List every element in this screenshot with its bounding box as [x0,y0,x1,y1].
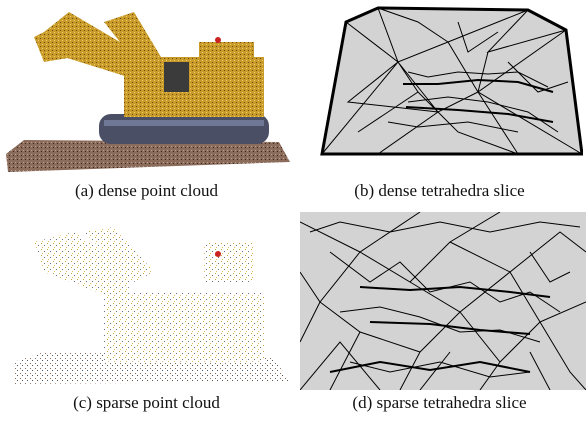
caption-d: (d) sparse tetrahedra slice [352,393,527,412]
dense-point-cloud-image [6,12,290,172]
panel-dense-point-cloud [4,2,292,177]
dense-tetrahedra-slice-image [320,6,583,156]
panel-dense-tetrahedra-slice [318,2,583,162]
sparse-tetrahedra-slice-image [300,212,586,390]
sparse-point-cloud-image [14,227,289,384]
caption-c: (c) sparse point cloud [73,393,220,412]
panel-sparse-point-cloud [4,212,292,390]
caption-a: (a) dense point cloud [74,181,219,200]
panel-sparse-tetrahedra-slice [300,212,586,390]
caption-b: (b) dense tetrahedra slice [354,181,525,200]
